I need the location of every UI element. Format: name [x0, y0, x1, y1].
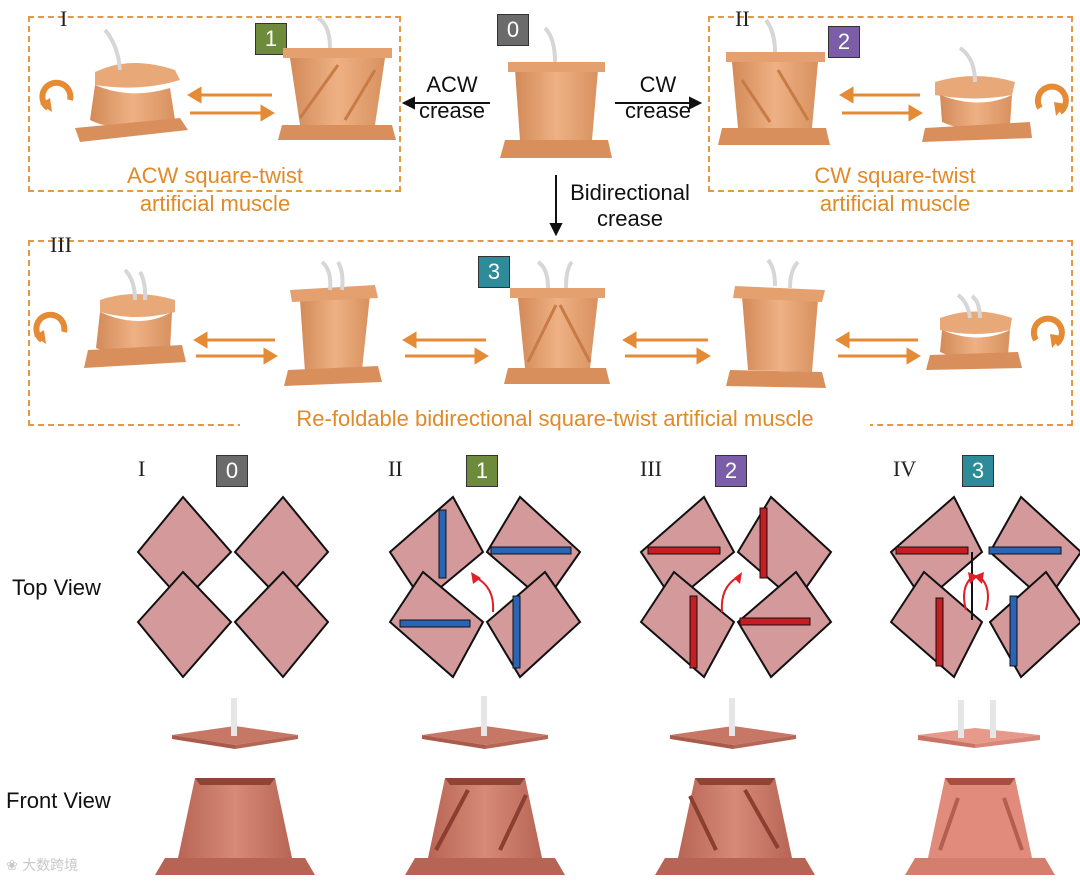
cw-caption-line1: CW square-twist [814, 163, 976, 188]
panel-acw [28, 16, 401, 192]
body-3 [905, 778, 1055, 875]
panel-acw-roman: I [60, 6, 68, 31]
row-label-top-view: Top View [12, 575, 101, 600]
cw-twisted-muscle [922, 46, 1032, 142]
crease-pattern-0 [136, 495, 330, 679]
cw-crease-label: CW crease [610, 72, 706, 124]
panel-cw [708, 16, 1073, 192]
bi-label-line2: crease [596, 206, 664, 231]
cap-3 [918, 700, 1040, 748]
acw-extended-muscle [278, 16, 396, 140]
bi-state-extended [504, 260, 610, 384]
crease-pattern-2 [639, 495, 833, 679]
bi-state-cw-twisted [926, 293, 1022, 370]
acw-rotation-arrow [39, 79, 74, 111]
cap-2 [670, 698, 796, 749]
col-1-roman: I [138, 456, 146, 481]
col-4-badge: 3 [962, 455, 994, 487]
panel-bidirectional-roman: III [50, 232, 72, 257]
acw-crease-label: ACW crease [404, 72, 500, 124]
acw-label-line2: crease [418, 98, 486, 123]
acw-label-line1: ACW [426, 72, 478, 97]
front-views [155, 696, 1055, 875]
panel-cw-roman: II [735, 6, 750, 31]
col-3-roman: III [640, 456, 662, 481]
bidirectional-arrow [549, 175, 563, 237]
col-4-roman: IV [893, 456, 917, 481]
badge-3: 3 [478, 256, 510, 288]
badge-2: 2 [828, 26, 860, 58]
col-2-badge: 1 [466, 455, 498, 487]
watermark-text: 大数跨境 [22, 858, 79, 874]
cw-caption: CW square-twist artificial muscle [770, 162, 1020, 218]
crease-pattern-3 [889, 495, 1080, 679]
badge-0: 0 [497, 14, 529, 46]
acw-caption-line1: ACW square-twist [126, 163, 304, 188]
acw-caption: ACW square-twist artificial muscle [90, 162, 340, 218]
acw-twisted-muscle [75, 28, 188, 142]
bi-acw-rotation-arrow [33, 311, 68, 343]
bi-state-acw-twisted [84, 268, 186, 368]
bi-state-acw-partial [284, 260, 382, 386]
row-label-front-view: Front View [6, 788, 111, 813]
cw-caption-line2: artificial muscle [819, 191, 971, 216]
initial-muscle [500, 26, 612, 158]
bidirectional-caption: Re-foldable bidirectional square-twist a… [240, 405, 870, 433]
watermark-icon: ❀ [6, 858, 18, 874]
body-2 [655, 778, 815, 875]
col-2-roman: II [388, 456, 403, 481]
cap-0 [172, 698, 298, 749]
cw-label-line1: CW [639, 72, 677, 97]
cw-arrow [615, 96, 703, 110]
cw-extended-muscle [718, 18, 830, 145]
bi-state-cw-partial [726, 258, 826, 388]
cap-1 [422, 696, 548, 749]
acw-caption-line2: artificial muscle [139, 191, 291, 216]
watermark-logo: ❀ 大数跨境 [6, 855, 78, 875]
body-0 [155, 778, 315, 875]
col-1-badge: 0 [216, 455, 248, 487]
muscle-figures-top [33, 16, 1069, 388]
badge-1: 1 [255, 23, 287, 55]
bidirectional-crease-label: Bidirectional crease [558, 180, 702, 232]
col-3-badge: 2 [715, 455, 747, 487]
bi-label-line1: Bidirectional [570, 180, 690, 205]
acw-arrow [401, 96, 490, 110]
body-1 [405, 778, 565, 875]
crease-pattern-1 [388, 495, 582, 679]
cw-label-line2: crease [624, 98, 692, 123]
